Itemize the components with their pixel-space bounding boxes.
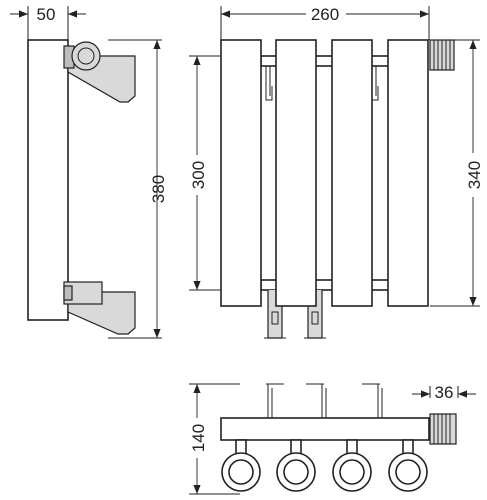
top-thermostatic-head (429, 413, 457, 445)
dimension-top-valve: 36 (412, 383, 476, 402)
dim-label-260: 260 (311, 5, 339, 24)
top-column-tube-4 (388, 452, 428, 492)
top-wall-hooks (266, 383, 383, 418)
dim-label-340: 340 (465, 161, 484, 189)
top-manifold-body (220, 417, 430, 441)
upper-valve-knob (71, 41, 101, 71)
side-body (27, 39, 69, 321)
dim-label-140: 140 (189, 424, 208, 452)
dimension-side-depth: 50 (10, 5, 86, 24)
dimension-front-height: 340 (462, 40, 484, 306)
dim-label-380: 380 (149, 175, 168, 203)
top-view: 140 36 (186, 383, 476, 495)
dimension-side-height: 380 (149, 40, 168, 338)
dimension-front-axis: 300 (186, 56, 208, 290)
dimension-front-width: 260 (221, 4, 429, 24)
dim-label-50: 50 (37, 5, 56, 24)
front-column-3 (331, 39, 373, 307)
top-column-stems (235, 439, 414, 455)
front-view: 260 300 340 (186, 4, 484, 339)
dimension-top-depth: 140 (186, 384, 208, 494)
front-column-4 (387, 39, 429, 307)
dim-label-300: 300 (189, 161, 208, 189)
side-view: 50 380 (10, 5, 168, 339)
front-column-1 (220, 39, 262, 307)
top-column-tube-1 (221, 452, 261, 492)
front-column-2 (275, 39, 317, 307)
top-column-tube-2 (276, 452, 316, 492)
top-column-tube-3 (332, 452, 372, 492)
front-thermostatic-head (429, 39, 455, 71)
dim-label-36: 36 (435, 383, 454, 402)
